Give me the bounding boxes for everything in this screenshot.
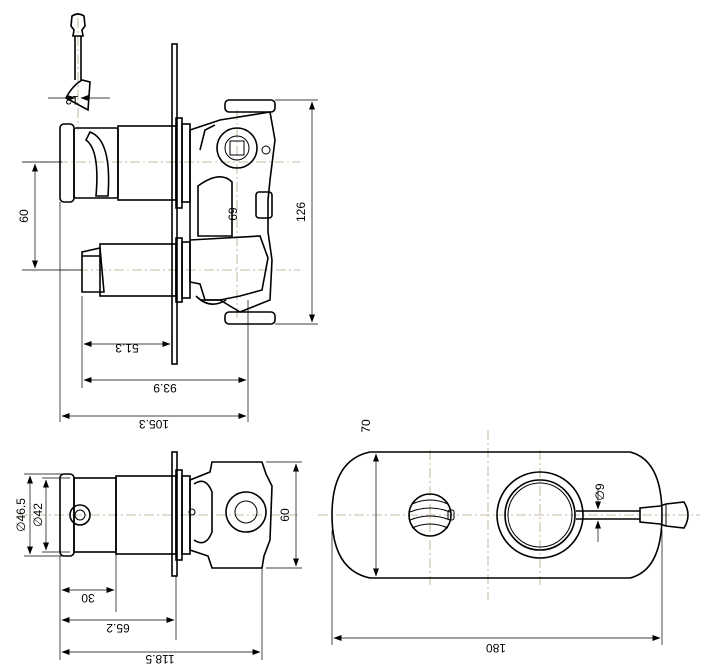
dim-label-105-3: 105.3 [139, 417, 169, 431]
lower-spout [81, 237, 191, 303]
dim-handle-diameter: 12 [48, 93, 110, 107]
dim-label-12: 12 [65, 93, 79, 107]
dim-label-118-5: 118.5 [145, 652, 174, 666]
dim-label-42: ∅42 [31, 503, 45, 527]
dim-label-126: 126 [294, 202, 308, 222]
front-plate [331, 451, 663, 579]
top-view: ∅46.5 ∅42 60 30 65.2 [14, 451, 302, 666]
side-view: 12 60 126 69 51.3 93.9 [17, 13, 318, 431]
dim-label-70: 70 [359, 419, 373, 433]
dim-depth-51-3: 51.3 [81, 296, 171, 388]
dim-depth-30: 30 [61, 554, 117, 612]
dim-label-93-9: 93.9 [153, 381, 177, 395]
diverter-knob [408, 493, 455, 537]
dim-label-60-top: 60 [278, 508, 292, 522]
rear-body [189, 99, 276, 325]
top-valve-body [59, 451, 273, 577]
dim-label-180: 180 [486, 641, 506, 655]
dim-spout-gap: 60 [17, 161, 82, 271]
dim-plate-height: 70 [359, 419, 379, 577]
front-view: 70 ∅9 180 [318, 419, 700, 655]
dim-depth-118-5: 118.5 [59, 556, 263, 666]
dim-body-height: 126 [275, 99, 318, 325]
dim-label-9: ∅9 [593, 483, 607, 500]
dim-depth-65-2: 65.2 [61, 576, 177, 640]
dim-label-65-2: 65.2 [106, 621, 130, 635]
dim-label-46-5: ∅46.5 [14, 498, 28, 532]
dim-depth-93-9: 93.9 [83, 300, 249, 422]
main-control-ring [496, 471, 584, 559]
dim-diameter-42: ∅42 [31, 477, 70, 553]
front-lever [576, 501, 689, 529]
dim-diameter-46-5: ∅46.5 [14, 473, 66, 557]
dim-plate-width: 180 [331, 530, 663, 655]
dim-label-51-3: 51.3 [115, 341, 139, 355]
dim-depth-105-3: 105.3 [59, 202, 247, 431]
wall-plate [171, 43, 178, 365]
dim-label-60: 60 [17, 209, 31, 223]
upper-valve [59, 117, 191, 209]
dim-label-30: 30 [81, 591, 95, 605]
dim-body-width: 60 [266, 461, 302, 569]
dim-pin-diameter: ∅9 [593, 483, 607, 542]
lever-handle [64, 13, 91, 112]
dim-label-69: 69 [226, 207, 240, 221]
